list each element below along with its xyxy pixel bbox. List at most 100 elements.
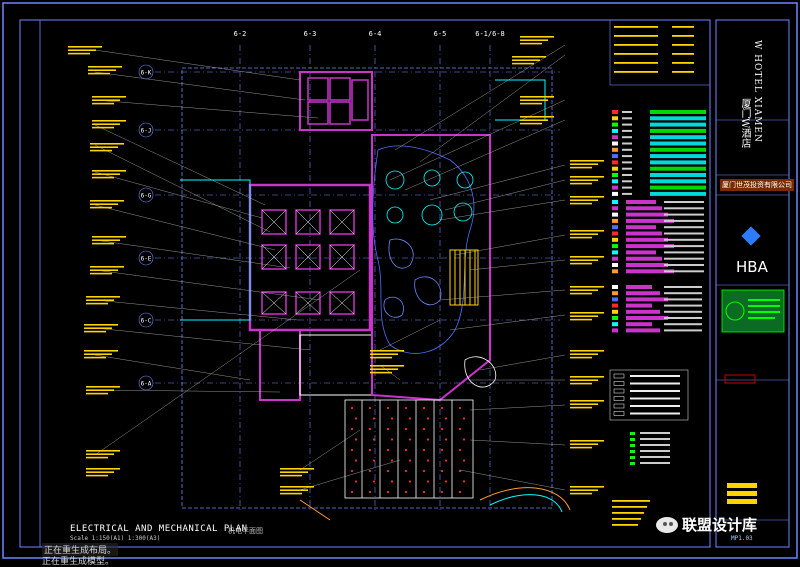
column-grid	[155, 45, 560, 510]
legend-bar	[626, 263, 668, 267]
legend-bar	[650, 116, 706, 121]
leader-line	[394, 44, 566, 151]
legend-schedule	[609, 19, 711, 526]
legend-code	[622, 136, 632, 139]
legend-bar	[626, 250, 656, 255]
legend-swatch	[612, 122, 618, 127]
annotation-text-line	[90, 203, 118, 205]
pool-light-dot	[350, 406, 354, 410]
legend-swatch	[612, 160, 618, 165]
leader-line	[439, 289, 566, 301]
table-row-value	[672, 62, 694, 64]
annotation-text-line	[570, 289, 598, 291]
pool-light-dot	[368, 469, 372, 473]
revision-mark	[727, 483, 757, 488]
pool-light-dot	[386, 490, 390, 494]
annotation-text-line	[570, 440, 604, 442]
legend-swatch	[630, 462, 635, 465]
annotation-text-line	[570, 256, 604, 258]
drawing-title: ELECTRICAL AND MECHANICAL PLAN	[70, 524, 248, 534]
symbol-table	[609, 369, 689, 421]
annotation-text-line	[92, 170, 126, 172]
annotation-text-line	[570, 492, 592, 495]
pool-light-dot	[422, 406, 426, 410]
row-grid-bubble	[138, 312, 154, 328]
annotation-text-line	[90, 206, 112, 209]
annotation-text-line	[90, 266, 124, 268]
wechat-icon	[656, 516, 678, 533]
legend-swatch	[612, 166, 618, 171]
legend-swatch	[612, 141, 618, 146]
table-row-text	[614, 35, 658, 37]
annotation-text-line	[570, 259, 598, 261]
legend-swatch	[612, 269, 618, 274]
title-block-frame	[715, 19, 790, 548]
annotation-text-line	[90, 200, 124, 202]
pool-light-dot	[462, 417, 466, 420]
annotation-text-line	[520, 119, 548, 121]
legend-desc	[640, 450, 670, 452]
pool-light-dot	[404, 469, 408, 473]
table-row-text	[614, 62, 658, 64]
annotation-text-line	[512, 62, 534, 65]
leader-line	[94, 239, 291, 269]
legend-bar	[626, 328, 660, 333]
legend-code	[622, 155, 632, 158]
annotation-text-line	[570, 376, 604, 378]
pool-light-dot	[462, 459, 466, 462]
pool-light-dot	[422, 490, 426, 494]
legend-bar	[626, 269, 674, 274]
legend-desc	[664, 304, 702, 307]
annotation-text-line	[570, 166, 592, 169]
table-row-value	[672, 71, 694, 73]
pool-light-dot	[350, 490, 354, 494]
annotation-text-line	[280, 486, 314, 488]
legend-swatch	[612, 328, 618, 333]
annotation-text-line	[570, 350, 604, 352]
annotation-text-line	[280, 489, 308, 491]
watermark-text: 联盟设计库	[682, 516, 758, 534]
annotation-text-line	[280, 474, 302, 477]
pool-light-dot	[368, 490, 372, 494]
pool-deck	[344, 399, 474, 499]
legend-code	[622, 142, 632, 145]
annotation-text-line	[84, 327, 112, 329]
annotation-text-line	[86, 450, 120, 452]
site-paths	[299, 487, 571, 521]
legend-desc	[640, 444, 670, 446]
legend-swatch	[612, 322, 618, 327]
legend-bar	[626, 316, 668, 320]
pool-light-dot	[422, 427, 426, 431]
leader-line	[379, 319, 441, 351]
annotation-text-line	[90, 269, 118, 271]
annotation-text-line	[84, 330, 106, 333]
leader-line	[94, 144, 271, 233]
legend-bar	[650, 147, 706, 152]
legend-code	[622, 123, 632, 126]
legend-swatch	[612, 128, 618, 133]
row-grid-bubble	[138, 250, 154, 266]
annotation-text-line	[520, 116, 554, 118]
annotation-text-line	[92, 173, 120, 175]
annotation-text-line	[84, 324, 118, 326]
column-grid-label: 6-1/6-8	[475, 30, 505, 38]
building-outline	[180, 67, 553, 509]
pool-light-dot	[444, 417, 448, 420]
legend-swatch	[630, 432, 635, 435]
legend-swatch	[630, 456, 635, 459]
symbol-cell	[613, 411, 625, 416]
row-grid-bubble	[138, 64, 154, 80]
annotation-text-line	[90, 149, 112, 152]
pool-light-dot	[440, 490, 444, 494]
legend-bar	[650, 185, 706, 190]
legend-code	[622, 192, 632, 195]
legend-swatch	[612, 218, 618, 223]
general-note-line	[612, 518, 641, 520]
annotation-text-line	[570, 443, 598, 445]
pool-light-dot	[368, 406, 372, 410]
legend-swatch	[612, 147, 618, 152]
pool-light-dot	[368, 448, 372, 452]
legend-desc	[664, 292, 702, 295]
